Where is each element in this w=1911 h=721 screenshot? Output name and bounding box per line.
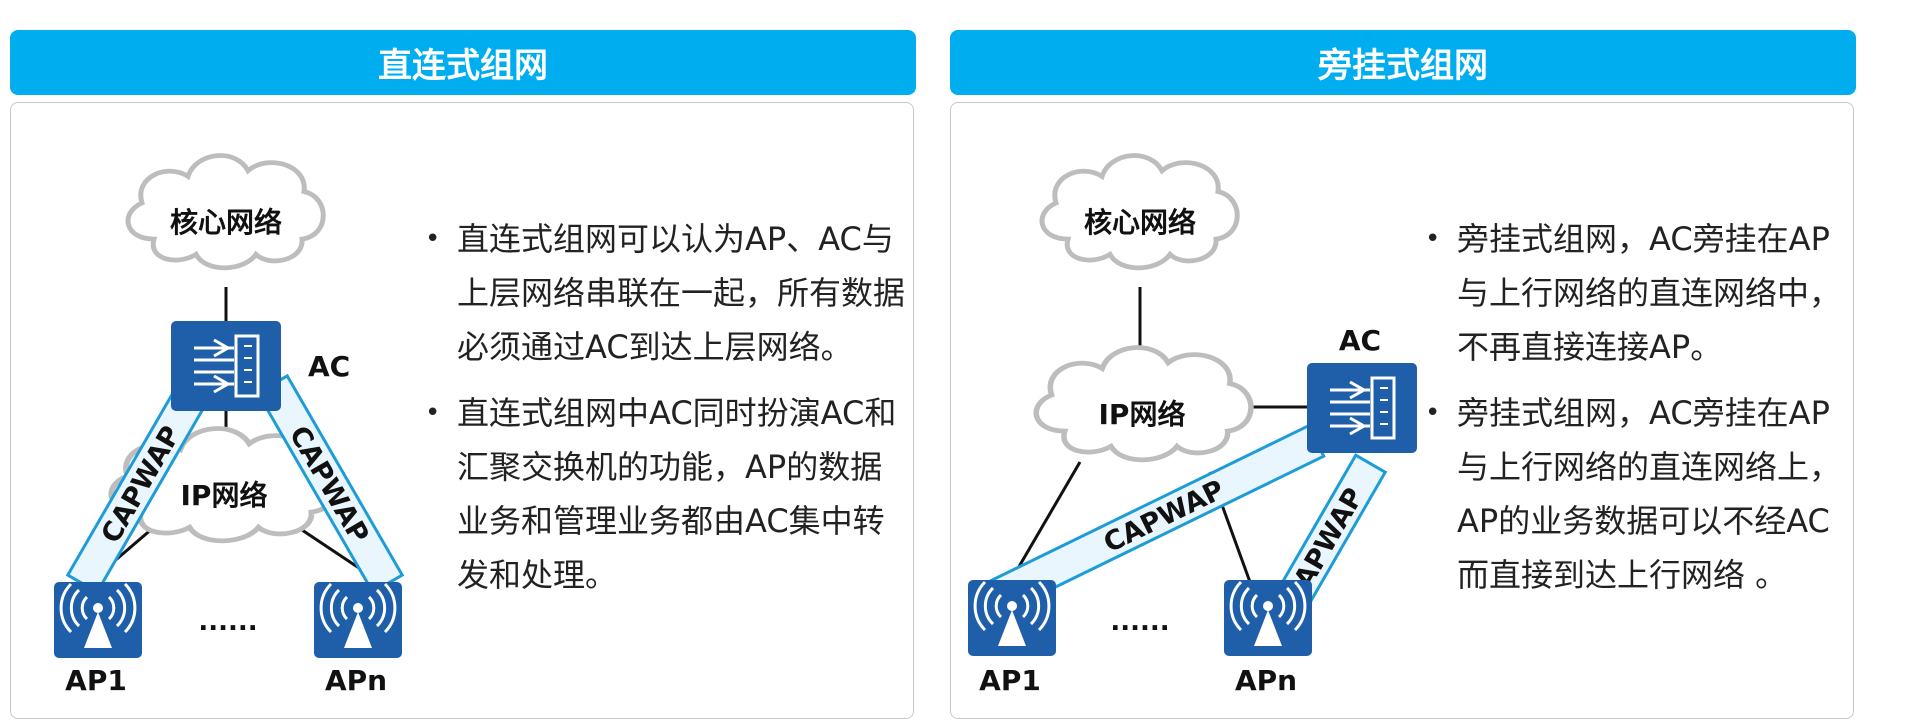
list-item: •旁挂式组网，AC旁挂在AP与上行网络的直连网络中，不再直接连接AP。 <box>1425 220 1842 366</box>
core-network-label: 核心网络 <box>170 206 282 239</box>
ellipsis: ...... <box>198 607 257 637</box>
ellipsis: ...... <box>1110 607 1169 637</box>
wireless-access-point-icon <box>52 580 144 660</box>
list-item: •旁挂式组网，AC旁挂在AP与上行网络的直连网络上，AP的业务数据可以不经AC而… <box>1425 394 1842 594</box>
ac-label: AC <box>1339 324 1381 357</box>
ac-label: AC <box>308 350 350 383</box>
apn-label: APn <box>1235 664 1297 697</box>
ap1-label: AP1 <box>65 664 127 697</box>
ip-to-ap1-link <box>1008 461 1082 583</box>
ip-network-label: IP网络 <box>1099 398 1186 431</box>
direct-topology-diagram: IP网络 CAPWAP CAPWAP 核心网络 AC AP1 ...... AP <box>52 102 405 697</box>
core-network-label: 核心网络 <box>1084 206 1196 239</box>
list-item: •直连式组网中AC同时扮演AC和汇聚交换机的功能，AP的数据业务和管理业务都由A… <box>425 394 897 594</box>
direct-networking-panel: 直连式组网 IP网络 CAPWAP CAPWAP 核心网络 AC <box>10 30 916 721</box>
wireless-access-point-icon <box>966 578 1058 658</box>
panel-title: 旁挂式组网 <box>950 30 1856 95</box>
panel-title: 直连式组网 <box>10 30 916 95</box>
bypass-topology-diagram: IP网络 核心网络 CAPWAP CAPWAP AC AP1 ...... AP <box>966 102 1419 697</box>
wireless-controller-icon <box>169 319 283 413</box>
ap1-label: AP1 <box>979 664 1041 697</box>
ip-network-label: IP网络 <box>181 479 268 512</box>
list-item: •直连式组网可以认为AP、AC与上层网络串联在一起，所有数据必须通过AC到达上层… <box>425 220 906 366</box>
apn-label: APn <box>325 664 387 697</box>
description-list: •旁挂式组网，AC旁挂在AP与上行网络的直连网络中，不再直接连接AP。 •旁挂式… <box>1425 212 1850 614</box>
wireless-controller-icon <box>1305 361 1419 455</box>
description-list: •直连式组网可以认为AP、AC与上层网络串联在一起，所有数据必须通过AC到达上层… <box>425 212 905 614</box>
wireless-access-point-icon <box>1222 578 1314 658</box>
bypass-networking-panel: 旁挂式组网 IP网络 核心网络 CAPWAP CAPWAP AC <box>950 30 1856 721</box>
wireless-access-point-icon <box>312 580 404 660</box>
